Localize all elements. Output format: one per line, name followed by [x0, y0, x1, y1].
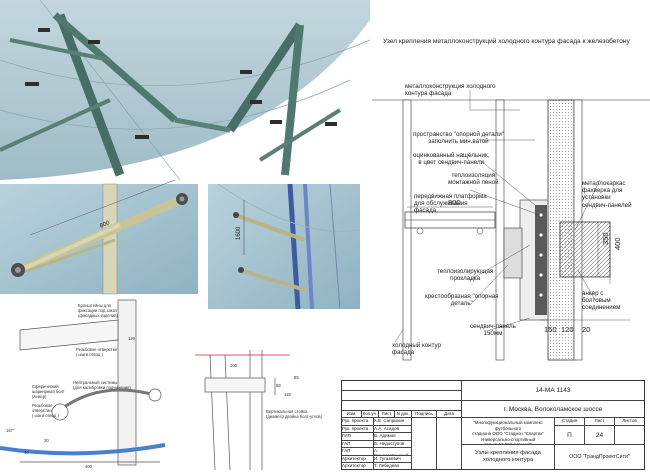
stamp-signatures — [412, 418, 437, 469]
stamp-role: ГИП — [342, 433, 374, 441]
sketch-vertical-post-label: Вертикальная стойка (диаметр двойка болт… — [266, 409, 323, 419]
sketch-dim-85: 85 — [294, 375, 299, 380]
stamp-h-date: Дата — [437, 411, 462, 418]
drawing-title: Узел крепления металлоконструкций холодн… — [383, 38, 630, 45]
stamp-h-izm: Изм. — [342, 411, 362, 418]
stamp-h-kol: Кол.уч. — [362, 411, 379, 418]
label-platform: передвижная платформа для обслуживания ф… — [414, 193, 487, 215]
detail-drawing — [372, 90, 650, 361]
stamp-sheet: 24 — [585, 426, 615, 445]
sketch-hole-top-label: Резьбовое отверстие ( шаги отвод ) — [76, 347, 118, 357]
sketch-dim-69: 69 — [276, 383, 281, 388]
stamp-stage-header: Стадия — [555, 418, 585, 426]
bracket-sketch — [0, 299, 166, 466]
dim-150: 150 — [544, 325, 557, 334]
sketch-dim-40: 40 — [24, 450, 29, 455]
label-gasket: теплоизолирующая прокладка — [437, 268, 494, 283]
sketch-dim-167: 167° — [6, 428, 15, 433]
label-flashing: оцинкованный нащельник, в цвет сендвич-п… — [413, 152, 490, 167]
structure-render-top — [0, 0, 371, 181]
stamp-person: В. Адимов — [374, 433, 412, 441]
stamp-stage: П — [555, 426, 585, 445]
sketch-dim-120: 120 — [128, 336, 135, 341]
label-support-part: крестообразная "опорная деталь" — [425, 293, 499, 308]
post-sketch — [195, 350, 290, 471]
label-frame: металлокаркас фахверка для установки сен… — [582, 180, 632, 209]
bracket-render — [0, 179, 198, 295]
dim-120: 120 — [561, 325, 574, 334]
stamp-company: ООО "ГрандПроектСити" — [569, 454, 630, 460]
sketch-brackets-label: Кронштейны для фиксации под заказ (фасад… — [78, 303, 118, 318]
dim-platform-800: 800 — [448, 198, 461, 207]
sketch-dim-400: 400 — [85, 464, 92, 469]
dim-render-1600: 1600 — [236, 226, 242, 240]
sketch-hole-bottom-label: Резьбовое отверстие ( шаги отвод ) — [32, 403, 59, 418]
stamp-location: г. Москва, Волоколамское шоссе — [462, 401, 644, 418]
stamp-blank-2 — [342, 391, 462, 401]
label-anchor: анкер с болтовым соединением — [582, 290, 621, 312]
stamp-person: В. Недоступов — [374, 440, 412, 448]
sketch-neutral-label: Нейтральный системы (для калибровки подч… — [73, 380, 131, 390]
stamp-h-ndok: N док. — [395, 411, 412, 418]
post-render — [208, 183, 361, 310]
stamp-person: А.А. Асадов — [374, 425, 412, 433]
label-insulation: теплоизоляция монтажной пеной — [448, 172, 499, 187]
dim-350: 350 — [601, 232, 610, 245]
stamp-sheets — [615, 426, 644, 445]
stamp-role: Архитектор — [342, 463, 374, 469]
stamp-description: "Многофункциональный комплекс футбольног… — [462, 418, 555, 445]
stamp-role: ГАП — [342, 448, 374, 456]
stamp-sheet-title: Узлы крепления фасада холодного контура — [462, 445, 555, 469]
sketch-dim-160: 160 — [230, 363, 237, 368]
stamp-blank-3 — [342, 401, 462, 411]
sketch-dim-120b: 120 — [284, 392, 291, 397]
stamp-h-list: Лист — [379, 411, 395, 418]
dim-20: 20 — [582, 325, 591, 334]
stamp-role: Рук. проекта — [342, 425, 374, 433]
label-metal-structure: металлоконструкция холодного контура фас… — [405, 83, 496, 98]
stamp-role: Архитектор — [342, 455, 374, 463]
stamp-blank-1 — [342, 381, 462, 391]
stamp-sheets-header: Листов — [615, 418, 644, 426]
label-sandwich: сендвич-панель 150мм — [470, 323, 516, 338]
dim-400: 400 — [613, 237, 622, 250]
stamp-person: И. Гулькевич — [374, 455, 412, 463]
label-cold-contour: холодный контур фасада — [392, 342, 441, 357]
stamp-dates — [437, 418, 462, 469]
sketch-sphere-label: Сферический шарнирный болт (Анкер) — [32, 384, 65, 399]
stamp-h-podp: Подпись — [412, 411, 437, 418]
sketch-dim-30: 30 — [44, 438, 49, 443]
stamp-role: Рук. проекта — [342, 418, 374, 426]
stamp-role: ГАП — [342, 440, 374, 448]
label-support-space: пространство "опорной детали" заполнить … — [413, 131, 504, 146]
stamp-person: К.В. Сапрыкин — [374, 418, 412, 426]
title-block: Изм. Кол.уч. Лист N док. Подпись Дата Ру… — [341, 380, 645, 470]
stamp-project-code: 14-МА 1143 — [462, 381, 644, 401]
stamp-sheet-header: Лист — [585, 418, 615, 426]
stamp-person: А. Рождественский — [374, 448, 412, 456]
stamp-person: Т. Лебедева — [374, 463, 412, 469]
